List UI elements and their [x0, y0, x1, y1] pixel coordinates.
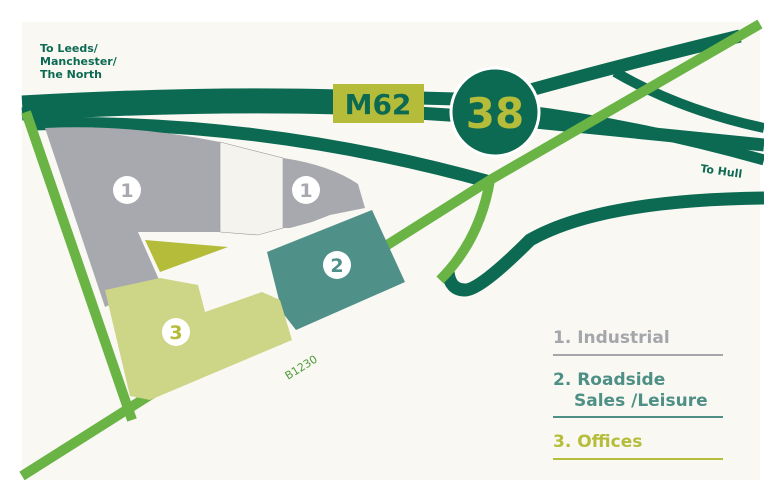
legend-item-offices: 3. Offices	[553, 432, 723, 460]
legend-item-roadside: 2. Roadside Sales /Leisure	[553, 370, 723, 418]
landscaped-area	[145, 240, 228, 272]
svg-text:2: 2	[330, 255, 343, 277]
svg-text:3: 3	[169, 322, 182, 344]
m62-sign	[333, 84, 424, 123]
plot-markers: 1 1 2 3	[113, 176, 351, 346]
junction-38-badge	[449, 66, 541, 158]
plot-1-industrial-west[interactable]	[45, 127, 220, 307]
svg-text:Manchester/: Manchester/	[40, 55, 118, 68]
svg-text:1: 1	[299, 180, 312, 202]
svg-text:The North: The North	[40, 68, 102, 81]
junction-number: 38	[466, 89, 524, 138]
units-block	[219, 141, 284, 236]
to-hull-label: To Hull	[700, 162, 743, 181]
to-leeds-label: To Leeds/ Manchester/ The North	[40, 42, 118, 81]
m62-label: M62	[345, 88, 412, 121]
svg-text:1: 1	[120, 180, 133, 202]
legend-item-industrial: 1. Industrial	[553, 328, 723, 356]
legend: 1. Industrial 2. Roadside Sales /Leisure…	[553, 328, 723, 460]
plot-1-industrial-east[interactable]	[283, 158, 365, 228]
plot-3-offices[interactable]	[105, 278, 292, 400]
svg-text:To Leeds/: To Leeds/	[40, 42, 99, 55]
